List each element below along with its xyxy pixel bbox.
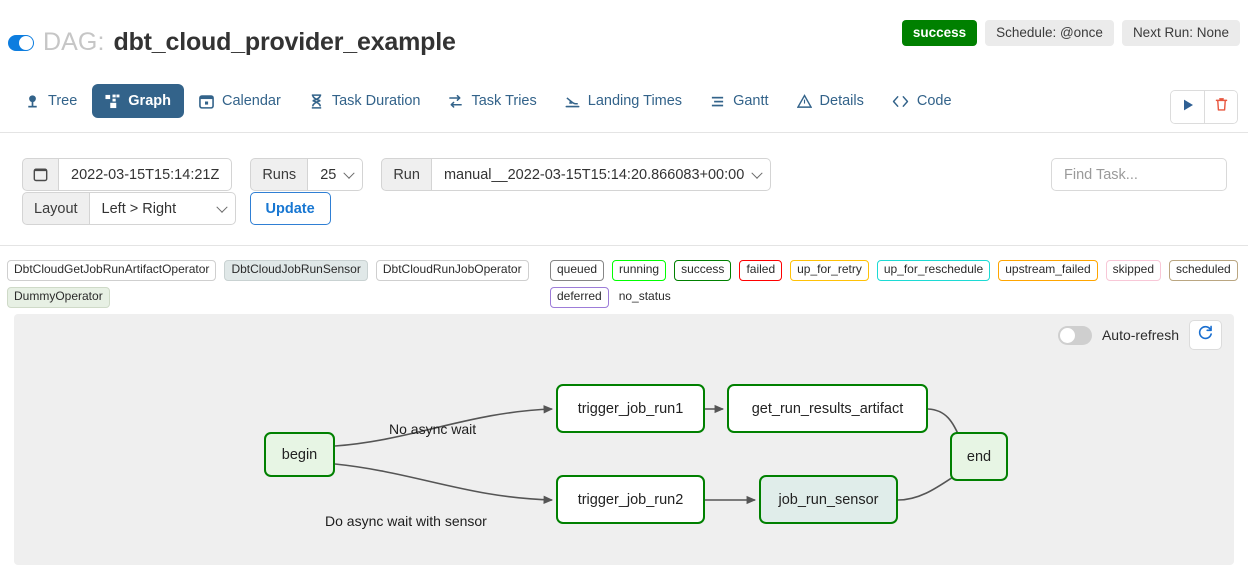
landing-icon xyxy=(565,94,580,109)
legend-operator[interactable]: DbtCloudGetJobRunArtifactOperator xyxy=(7,260,217,281)
edge-label-no-async-wait: No async wait xyxy=(389,421,477,437)
run-select[interactable]: manual__2022-03-15T15:14:20.866083+00:00 xyxy=(431,158,772,191)
runs-select[interactable]: 25 xyxy=(308,158,364,191)
play-icon xyxy=(1181,98,1195,117)
retry-icon xyxy=(448,94,463,109)
graph-icon xyxy=(105,94,120,109)
tab-graph[interactable]: Graph xyxy=(92,84,184,118)
update-button[interactable]: Update xyxy=(249,192,331,225)
dag-title: DAG: dbt_cloud_provider_example xyxy=(8,28,456,57)
gantt-icon xyxy=(710,94,725,109)
layout-group: Layout Left > Right xyxy=(22,192,236,225)
page-header: DAG: dbt_cloud_provider_example success … xyxy=(0,0,1248,72)
legend-state-up-for-reschedule: up_for_reschedule xyxy=(876,260,991,281)
next-run-badge: Next Run: None xyxy=(1121,20,1240,46)
graph-node-get-run-results-artifact[interactable]: get_run_results_artifact xyxy=(727,384,928,433)
tab-task-tries[interactable]: Task Tries xyxy=(435,84,549,118)
legend-operator[interactable]: DbtCloudJobRunSensor xyxy=(224,260,368,281)
tree-icon xyxy=(25,94,40,109)
graph-node-begin[interactable]: begin xyxy=(264,432,335,477)
refresh-button[interactable] xyxy=(1189,320,1222,350)
header-badges: success Schedule: @once Next Run: None xyxy=(901,20,1240,46)
view-tabbar: Tree Graph Calendar Task Duration Task T xyxy=(0,80,1248,133)
legend-state-up-for-retry: up_for_retry xyxy=(790,260,869,281)
tab-label: Task Duration xyxy=(331,93,421,109)
tab-details[interactable]: Details xyxy=(784,84,877,118)
status-badge: success xyxy=(901,20,978,46)
find-task-input[interactable]: Find Task... xyxy=(1051,158,1227,191)
graph-node-trigger-job-run1[interactable]: trigger_job_run1 xyxy=(556,384,705,433)
state-legend: queued running success failed up_for_ret… xyxy=(550,260,1242,308)
delete-dag-button[interactable] xyxy=(1204,91,1237,123)
layout-select[interactable]: Left > Right xyxy=(89,192,236,225)
tab-code[interactable]: Code xyxy=(879,84,965,118)
hourglass-icon xyxy=(309,93,324,109)
run-select-group: Run manual__2022-03-15T15:14:20.866083+0… xyxy=(381,158,772,191)
legend-state-no-status: no_status xyxy=(618,288,671,303)
calendar-icon xyxy=(199,94,214,109)
graph-edges xyxy=(334,404,965,505)
graph-node-trigger-job-run2[interactable]: trigger_job_run2 xyxy=(556,475,705,524)
tab-label: Graph xyxy=(128,93,171,109)
legend-state-running: running xyxy=(612,260,667,281)
tab-label: Task Tries xyxy=(471,93,537,109)
node-label: trigger_job_run1 xyxy=(577,400,684,417)
tab-label: Landing Times xyxy=(587,93,683,109)
view-tabs: Tree Graph Calendar Task Duration Task T xyxy=(12,84,965,118)
tab-calendar[interactable]: Calendar xyxy=(186,84,294,118)
tab-label: Gantt xyxy=(733,93,769,109)
tab-label: Details xyxy=(819,93,864,109)
legend-state-failed: failed xyxy=(739,260,783,281)
graph-canvas[interactable]: Auto-refresh begin tri xyxy=(14,314,1234,565)
edge-label-do-async-wait: Do async wait with sensor xyxy=(325,513,487,529)
page-title: dbt_cloud_provider_example xyxy=(113,28,456,56)
legend-operator[interactable]: DummyOperator xyxy=(7,286,110,308)
legend-state-skipped: skipped xyxy=(1105,260,1161,281)
triangle-alert-icon xyxy=(796,93,812,109)
tab-label: Code xyxy=(916,93,952,109)
layout-label: Layout xyxy=(22,192,90,225)
legend-state-upstream-failed: upstream_failed xyxy=(998,260,1098,281)
legend-state-success: success xyxy=(674,260,732,281)
refresh-icon xyxy=(1197,324,1214,346)
execution-date-group: 2022-03-15T15:14:21Z xyxy=(22,158,233,191)
legend-state-deferred: deferred xyxy=(550,286,609,308)
auto-refresh-label: Auto-refresh xyxy=(1101,327,1179,343)
legend-state-queued: queued xyxy=(550,260,605,281)
tab-label: Tree xyxy=(48,93,78,109)
tab-label: Calendar xyxy=(221,93,281,109)
legend-operator[interactable]: DbtCloudRunJobOperator xyxy=(375,260,529,281)
legend-state-scheduled: scheduled xyxy=(1169,260,1238,281)
tab-task-duration[interactable]: Task Duration xyxy=(296,84,434,118)
runs-count-group: Runs 25 xyxy=(250,158,364,191)
auto-refresh-toggle[interactable] xyxy=(1057,325,1092,345)
trash-icon xyxy=(1214,97,1229,117)
runs-label: Runs xyxy=(250,158,309,191)
dag-pause-toggle[interactable] xyxy=(8,34,34,51)
trigger-dag-button[interactable] xyxy=(1171,91,1204,123)
operator-legend: DbtCloudGetJobRunArtifactOperator DbtClo… xyxy=(7,260,547,308)
node-label: trigger_job_run2 xyxy=(577,491,684,508)
filter-row-primary: 2022-03-15T15:14:21Z Runs 25 Run manual_… xyxy=(22,158,772,191)
run-filter-bar: 2022-03-15T15:14:21Z Runs 25 Run manual_… xyxy=(0,134,1248,246)
node-label: get_run_results_artifact xyxy=(751,400,904,417)
filter-row-secondary: Layout Left > Right Update xyxy=(22,192,331,225)
legend: DbtCloudGetJobRunArtifactOperator DbtClo… xyxy=(0,256,1248,308)
calendar-icon[interactable] xyxy=(22,158,59,191)
graph-node-job-run-sensor[interactable]: job_run_sensor xyxy=(759,475,898,524)
tab-tree[interactable]: Tree xyxy=(12,84,90,118)
tab-landing-times[interactable]: Landing Times xyxy=(552,84,695,118)
node-label: end xyxy=(966,448,992,465)
code-icon xyxy=(892,94,909,109)
schedule-badge[interactable]: Schedule: @once xyxy=(985,20,1114,46)
dag-prefix-label: DAG: xyxy=(43,28,105,56)
graph-node-end[interactable]: end xyxy=(950,432,1008,481)
node-label: job_run_sensor xyxy=(778,491,879,508)
tab-gantt[interactable]: Gantt xyxy=(697,84,781,118)
run-label: Run xyxy=(381,158,432,191)
dag-actions xyxy=(1170,90,1238,124)
auto-refresh-controls: Auto-refresh xyxy=(1057,320,1222,350)
execution-date-input[interactable]: 2022-03-15T15:14:21Z xyxy=(59,158,233,191)
node-label: begin xyxy=(281,446,318,463)
